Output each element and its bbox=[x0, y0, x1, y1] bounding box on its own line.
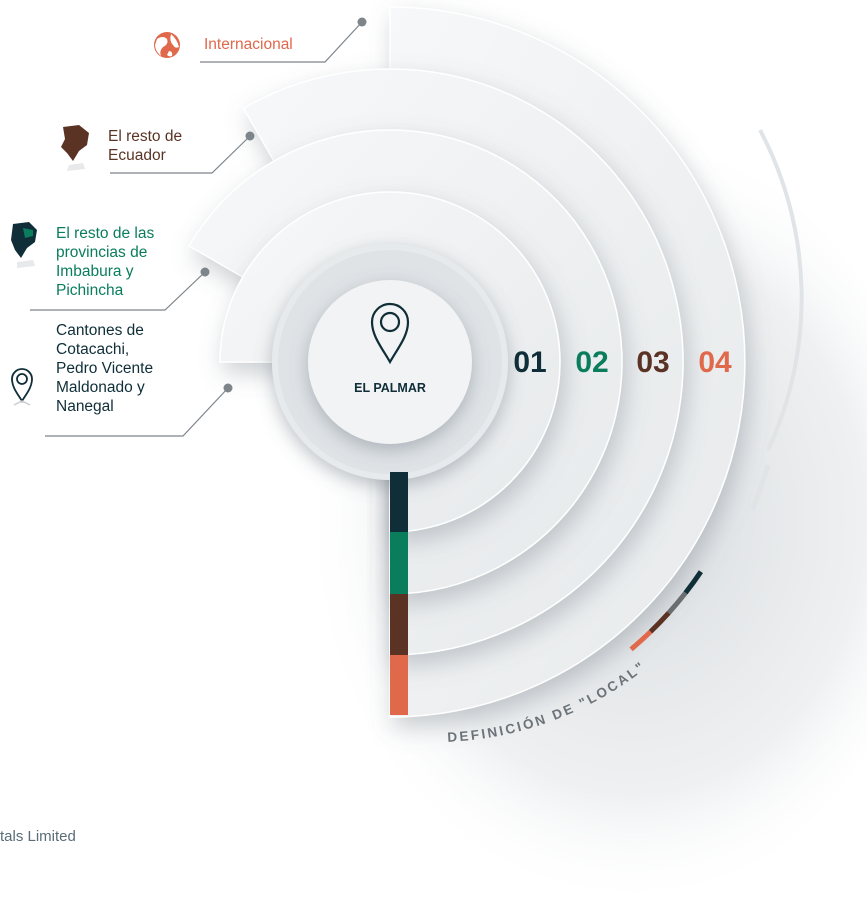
footer-text: tals Limited bbox=[0, 828, 76, 845]
label-line: Cantones de bbox=[56, 322, 144, 339]
label-resto-ecuador: El resto de Ecuador bbox=[108, 127, 182, 165]
ring-1 bbox=[219, 191, 561, 533]
label-line: Ecuador bbox=[108, 147, 166, 164]
label-connectors bbox=[30, 17, 367, 437]
globe-icon bbox=[154, 32, 180, 58]
province-map-icon bbox=[11, 222, 37, 268]
edge-bar-3 bbox=[390, 594, 408, 655]
label-internacional: Internacional bbox=[204, 35, 293, 54]
connector-dot bbox=[223, 383, 233, 393]
outer-arc bbox=[749, 129, 804, 511]
label-line: El resto de bbox=[108, 128, 183, 145]
label-line: Imbabura y bbox=[56, 263, 134, 280]
connector-dot bbox=[357, 17, 367, 27]
arc-segment-4 bbox=[629, 629, 653, 652]
center-label: EL PALMAR bbox=[354, 381, 426, 395]
edge-bar-1 bbox=[390, 472, 408, 532]
arc-segment-3 bbox=[648, 611, 671, 634]
location-pin-icon bbox=[370, 302, 410, 365]
connector-line bbox=[110, 135, 251, 174]
edge-color-bars bbox=[390, 472, 408, 715]
arc-segment-1 bbox=[683, 570, 703, 595]
label-resto-provincias: El resto de las provincias de Imbabura y… bbox=[56, 224, 154, 300]
arc-segment-2 bbox=[666, 591, 688, 615]
label-line: Internacional bbox=[204, 36, 293, 53]
level-numbers: 01 02 03 04 bbox=[513, 346, 732, 379]
label-line: provincias de bbox=[56, 244, 148, 261]
label-line: Pichincha bbox=[56, 282, 124, 299]
edge-bar-4 bbox=[390, 655, 408, 715]
connector-dot bbox=[245, 131, 255, 141]
label-line: Cotacachi, bbox=[56, 341, 130, 358]
label-line: Maldonado y bbox=[56, 379, 145, 396]
connector-line bbox=[45, 387, 229, 437]
level-number-2: 02 bbox=[575, 346, 608, 379]
arc-color-segments bbox=[629, 570, 703, 652]
connector-line bbox=[200, 21, 363, 63]
label-line: Nanegal bbox=[56, 398, 114, 415]
level-number-4: 04 bbox=[698, 346, 732, 379]
connector-dot bbox=[200, 267, 210, 277]
label-line: Pedro Vicente bbox=[56, 360, 154, 377]
edge-bar-2 bbox=[390, 532, 408, 594]
connector-line bbox=[30, 271, 206, 311]
label-line: El resto de las bbox=[56, 225, 155, 242]
level-number-3: 03 bbox=[636, 346, 669, 379]
label-cantones: Cantones de Cotacachi, Pedro Vicente Mal… bbox=[56, 321, 153, 416]
ecuador-map-icon bbox=[61, 125, 89, 171]
level-number-1: 01 bbox=[513, 346, 546, 379]
map-pin-icon bbox=[11, 368, 33, 406]
